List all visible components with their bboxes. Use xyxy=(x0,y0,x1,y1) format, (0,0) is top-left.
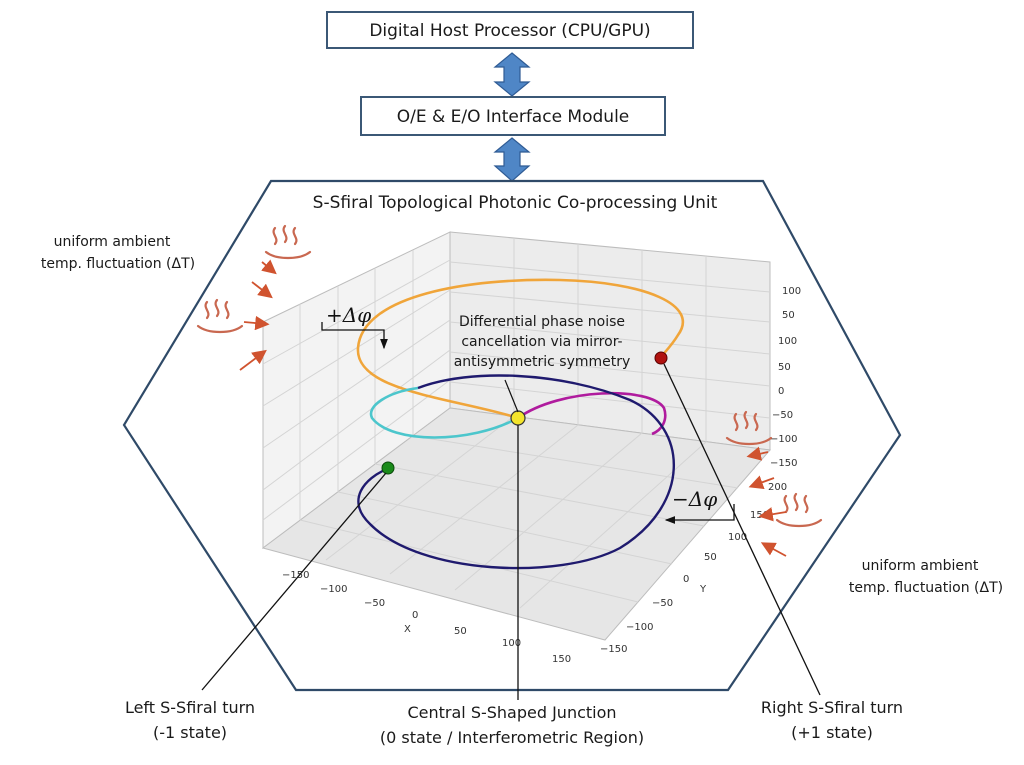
x-tick: −50 xyxy=(364,598,385,609)
orange-upper-loop xyxy=(356,278,685,420)
heat-icon xyxy=(264,224,312,260)
y-tick: −50 xyxy=(652,598,673,609)
unit-title: S-Sfiral Topological Photonic Co-process… xyxy=(313,193,718,213)
annotation-line-3: antisymmetric symmetry xyxy=(454,354,631,370)
left-ambient-line-1: uniform ambient xyxy=(54,234,171,250)
minus-delta-phi: −Δφ xyxy=(672,487,717,511)
annotation-line-1: Differential phase noise xyxy=(459,314,625,330)
z-tick: −100 xyxy=(770,434,797,445)
x-axis-label: X xyxy=(404,624,411,635)
x-tick: −150 xyxy=(282,570,309,581)
right-callout-line-2: (+1 state) xyxy=(791,723,873,742)
host-processor-box: Digital Host Processor (CPU/GPU) xyxy=(326,11,694,49)
noise-cancellation-annotation: Differential phase noise cancellation vi… xyxy=(454,314,631,413)
interface-module-box: O/E & E/O Interface Module xyxy=(360,96,666,136)
grid-right xyxy=(449,238,771,442)
plot-3d-axes: −150 −100 −50 0 50 100 150 X −150 −100 −… xyxy=(261,231,801,665)
yellow-junction xyxy=(510,410,526,426)
z-tick: 0 xyxy=(778,386,784,397)
x-tick: −100 xyxy=(320,584,347,595)
host-processor-label: Digital Host Processor (CPU/GPU) xyxy=(369,21,650,41)
coprocessing-unit-hexagon xyxy=(122,179,902,692)
plus-delta-phi: +Δφ xyxy=(326,303,371,327)
red-endpoint xyxy=(654,351,668,365)
grid-left xyxy=(262,250,451,521)
left-callout-line-1: Left S-Sfiral turn xyxy=(125,698,255,717)
z-axis-ticks: 100 50 100 50 0 −50 −100 −150 200 xyxy=(768,286,801,493)
z-tick: 100 xyxy=(778,336,797,347)
right-ambient-line-1: uniform ambient xyxy=(862,558,979,574)
y-tick: −100 xyxy=(626,622,653,633)
x-tick: 0 xyxy=(412,610,418,621)
interface-module-label: O/E & E/O Interface Module xyxy=(397,107,630,127)
x-tick: 100 xyxy=(502,638,521,649)
plus-phase-marker: +Δφ xyxy=(321,303,388,350)
sfiral-curves xyxy=(356,278,685,570)
z-tick: −50 xyxy=(772,410,793,421)
double-arrow-1 xyxy=(493,52,531,97)
annotation-line-2: cancellation via mirror- xyxy=(461,334,622,350)
minus-phase-marker: −Δφ xyxy=(664,487,735,524)
right-callout-leader xyxy=(663,363,821,696)
heat-arrows-left xyxy=(239,259,277,371)
y-tick: −150 xyxy=(600,644,627,655)
z-tick: 100 xyxy=(782,286,801,297)
x-tick: 150 xyxy=(552,654,571,665)
green-endpoint xyxy=(381,461,395,475)
z-tick: 50 xyxy=(782,310,795,321)
z-tick: 50 xyxy=(778,362,791,373)
grid-floor xyxy=(299,415,739,609)
heat-icon xyxy=(196,298,244,334)
y-axis-label: Y xyxy=(699,584,707,595)
x-tick: 50 xyxy=(454,626,467,637)
double-arrow-2 xyxy=(493,137,531,182)
cyan-segment xyxy=(369,386,519,439)
heat-icon xyxy=(775,492,823,528)
y-tick: 100 xyxy=(728,532,747,543)
x-axis-ticks: −150 −100 −50 0 50 100 150 X xyxy=(282,570,571,665)
z-tick: 200 xyxy=(768,482,787,493)
center-callout-line-1: Central S-Shaped Junction xyxy=(407,703,616,722)
z-tick: −150 xyxy=(770,458,797,469)
right-callout-line-1: Right S-Sfiral turn xyxy=(761,698,903,717)
y-tick: 0 xyxy=(683,574,689,585)
heat-arrows-right xyxy=(746,446,787,557)
center-callout-line-2: (0 state / Interferometric Region) xyxy=(380,728,644,747)
navy-lower-loop xyxy=(357,374,675,570)
right-ambient-line-2: temp. fluctuation (ΔT) xyxy=(849,580,1003,596)
left-callout-line-2: (-1 state) xyxy=(153,723,227,742)
left-ambient-line-2: temp. fluctuation (ΔT) xyxy=(41,256,195,272)
y-tick: 50 xyxy=(704,552,717,563)
heat-icon xyxy=(725,410,773,446)
left-callout-leader xyxy=(201,472,387,691)
